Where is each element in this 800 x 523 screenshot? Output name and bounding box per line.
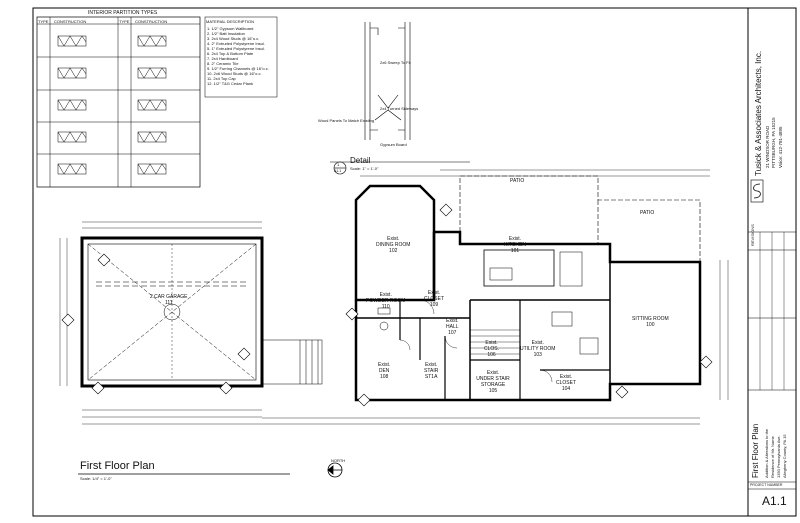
legend-title: INTERIOR PARTITION TYPES [88,10,158,16]
detail-title: Detail [350,156,371,165]
detail-sheet: A1.1 [334,169,342,173]
firm-name: Tusick & Associates Architects, Inc. [754,50,763,176]
room-patio-2: PATIO [640,210,655,216]
dimension-lines [59,169,729,425]
firm-address-1: 21 WINDSOR ROAD [765,125,770,168]
material-item: 11. 2x4 Top Cap [207,76,236,81]
legend-col-type: TYPE [38,19,49,24]
material-item: 8. 2" Ceramic Tile [207,61,239,66]
detail-number: 1 [337,162,340,167]
material-title: MATERIAL DESCRIPTION [206,19,255,24]
material-item: 1. 1/2" Gypsum Wallboard [207,26,254,31]
plan-scale: Scale: 1/4" = 1'-0" [80,476,112,481]
room-patio-1: PATIO [510,178,525,184]
house-walls [354,184,702,402]
section-markers [61,203,713,407]
material-item: 12. 1/2" T&G Cedar Plank [207,81,254,86]
material-item: 2. 1/2" Batt Insulation [207,31,245,36]
project-line: Allegheny County, PA 15 [782,434,787,478]
north-arrow [327,462,343,478]
project-line: Residence of Mr. Name [770,436,775,478]
patio-outline [459,175,701,262]
material-list: 1. 1/2" Gypsum Wallboard 2. 1/2" Batt In… [207,26,277,86]
material-item: 10. 2x6 Wood Studs @ 16"o.c. [207,71,262,76]
legend-col-construction-2: CONSTRUCTION [135,19,168,24]
north-label: NORTH [331,458,346,463]
firm-logo [750,179,764,203]
sheet-number: A1.1 [762,494,787,508]
firm-address-2: PITTSBURGH, PA 15215 [771,117,776,168]
project-line: 1350 Pennsylvania Ave. [776,435,781,478]
partition-legend [36,16,278,188]
sheet-border [32,7,797,517]
material-item: 6. 2x4 Top & Bottom Plate [207,51,254,56]
drawing-title: First Floor Plan [751,423,760,478]
detail-note: Wood Panels To Match Existing [318,118,375,123]
material-item: 7. 2x4 Hardboard [207,56,238,61]
detail-scale: Scale: 1" = 1'-0" [350,166,379,171]
firm-phone: Voice: 412-781-4895 [778,126,783,168]
detail-note: 2x4 Turned Sideways [380,106,419,111]
material-item: 9. 1/2" Furring Channels @ 16"o.c. [207,66,269,71]
project-line: Addition & Alterations to the [764,428,769,478]
wall-detail [333,22,411,175]
legend-col-construction: CONSTRUCTION [54,19,87,24]
material-item: 3. 2x4 Wood Studs @ 16"o.c. [207,36,260,41]
material-item: 5. 1" Extruded Polystyrene Insul. [207,46,265,51]
plan-title: First Floor Plan [80,460,155,472]
detail-note: 2x6 Sweep To Fit [380,60,411,65]
breezeway [261,339,323,385]
detail-note: Gypsum Board [380,142,407,147]
revisions-label: REVISIONS [750,224,755,246]
room-clos-106: Exist.CLOS.106 [484,340,500,358]
material-item: 4. 2" Extruded Polystyrene Insul. [207,41,265,46]
garage-plan [80,236,264,388]
legend-col-type-2: TYPE [119,19,130,24]
project-number-label: PROJECT NUMBER [750,483,783,487]
